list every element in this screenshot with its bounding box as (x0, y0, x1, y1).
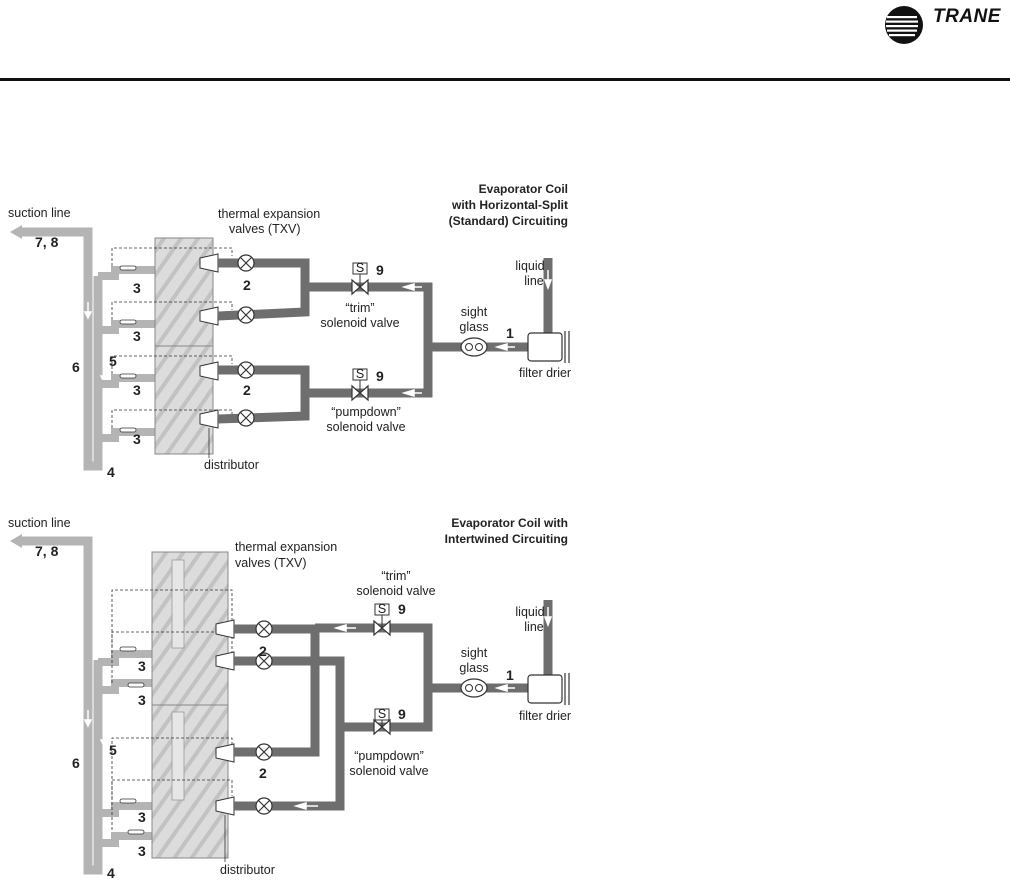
top-distributor-label: distributor (204, 458, 259, 472)
top-callout-3b: 3 (133, 328, 141, 344)
bottom-filter-drier-label: filter drier (519, 709, 571, 723)
bottom-liquid-line-label-line1: liquid (515, 605, 544, 619)
top-txv-label-line1: thermal expansion (218, 207, 320, 221)
top-down-arrow (99, 366, 109, 384)
top-liquid-line-label-line1: liquid (515, 259, 544, 273)
top-trim-solenoid-valve: S (351, 261, 369, 296)
header-rule (0, 78, 1010, 81)
top-liquid-line-label-line2: line (524, 274, 544, 288)
brand-name: TRANE (933, 6, 1001, 27)
bottom-title-line1: Evaporator Coil with (451, 516, 568, 530)
bottom-trim-s-symbol: S (378, 602, 386, 616)
bottom-suction-arrowhead (10, 534, 22, 548)
top-title-line1: Evaporator Coil (479, 182, 568, 196)
bottom-pumpdown-label-line1: “pumpdown” (354, 749, 423, 763)
bottom-callout-1: 1 (506, 667, 514, 683)
top-title-line3: (Standard) Circuiting (449, 214, 568, 228)
top-trim-circuit-pipe (217, 258, 310, 321)
top-callout-3c: 3 (133, 382, 141, 398)
top-callout-1: 1 (506, 325, 514, 341)
bottom-callout-2a: 2 (259, 643, 267, 659)
bottom-pumpdown-label-line2: solenoid valve (349, 764, 428, 778)
bottom-title-line2: Intertwined Circuiting (445, 532, 568, 546)
trane-logo-icon (885, 6, 923, 44)
diagram-bottom: Evaporator Coil with Intertwined Circuit… (8, 516, 571, 881)
bottom-trim-label-line2: solenoid valve (356, 584, 435, 598)
top-callout-5: 5 (109, 353, 117, 369)
bottom-callout-5: 5 (109, 742, 117, 758)
top-callout-4: 4 (107, 464, 115, 480)
bottom-suction-line-label: suction line (8, 516, 71, 530)
bottom-trim-solenoid-valve: S (373, 602, 391, 637)
top-pumpdown-circuit-pipe (217, 365, 310, 424)
top-pumpdown-s-symbol: S (356, 367, 364, 381)
top-trim-label-line2: solenoid valve (320, 316, 399, 330)
top-suction-line-label: suction line (8, 206, 71, 220)
top-pumpdown-label-line1: “pumpdown” (331, 405, 400, 419)
top-callout-9a: 9 (376, 262, 384, 278)
top-callout-3d: 3 (133, 431, 141, 447)
bottom-suction-pipe (20, 536, 103, 875)
bottom-distributor-label: distributor (220, 863, 275, 877)
bottom-callout-3b: 3 (138, 692, 146, 708)
top-callout-6: 6 (72, 359, 80, 375)
top-pumpdown-solenoid-valve: S (351, 367, 369, 402)
top-filter-drier-label: filter drier (519, 366, 571, 380)
bottom-trim-circuit-pipe (234, 624, 320, 757)
bottom-callout-2b: 2 (259, 765, 267, 781)
top-suction-pipe (20, 227, 103, 471)
bottom-pumpdown-s-symbol: S (378, 707, 386, 721)
bottom-callout-9b: 9 (398, 706, 406, 722)
bottom-sight-glass-label-line2: glass (459, 661, 488, 675)
top-txv-label-line2: valves (TXV) (229, 222, 301, 236)
top-up-arrow (83, 302, 93, 320)
top-sight-glass-label-line1: sight (461, 305, 488, 319)
diagram-top: Evaporator Coil with Horizontal-Split (S… (8, 182, 571, 480)
bottom-sight-glass (460, 678, 488, 698)
bottom-pumpdown-circuit-pipe (234, 656, 345, 811)
bottom-sight-glass-label-line1: sight (461, 646, 488, 660)
top-pumpdown-label-line2: solenoid valve (326, 420, 405, 434)
top-suction-arrowhead (10, 225, 22, 239)
bottom-filter-drier (527, 673, 570, 705)
top-callout-2a: 2 (243, 277, 251, 293)
bottom-txv-label-line2: valves (TXV) (235, 556, 307, 570)
top-title-line2: with Horizontal-Split (451, 198, 568, 212)
top-callout-7-8: 7, 8 (35, 234, 59, 250)
bottom-callout-3d: 3 (138, 843, 146, 859)
bottom-callout-9a: 9 (398, 601, 406, 617)
bottom-callout-3a: 3 (138, 658, 146, 674)
top-trim-label-line1: “trim” (345, 301, 374, 315)
bottom-trim-label-line1: “trim” (381, 569, 410, 583)
top-callout-3a: 3 (133, 280, 141, 296)
page-header: TRANE (0, 0, 1010, 81)
top-sight-glass (460, 337, 488, 357)
top-callout-2b: 2 (243, 382, 251, 398)
bottom-callout-4: 4 (107, 865, 115, 881)
bottom-liquid-line-label-line2: line (524, 620, 544, 634)
bottom-callout-3c: 3 (138, 809, 146, 825)
bottom-txv-label-line1: thermal expansion (235, 540, 337, 554)
top-trim-s-symbol: S (356, 261, 364, 275)
bottom-callout-6: 6 (72, 755, 80, 771)
bottom-pumpdown-solenoid-valve: S (373, 707, 391, 736)
top-callout-9b: 9 (376, 368, 384, 384)
top-sight-glass-label-line2: glass (459, 320, 488, 334)
top-filter-drier (527, 331, 570, 363)
bottom-callout-7-8: 7, 8 (35, 543, 59, 559)
